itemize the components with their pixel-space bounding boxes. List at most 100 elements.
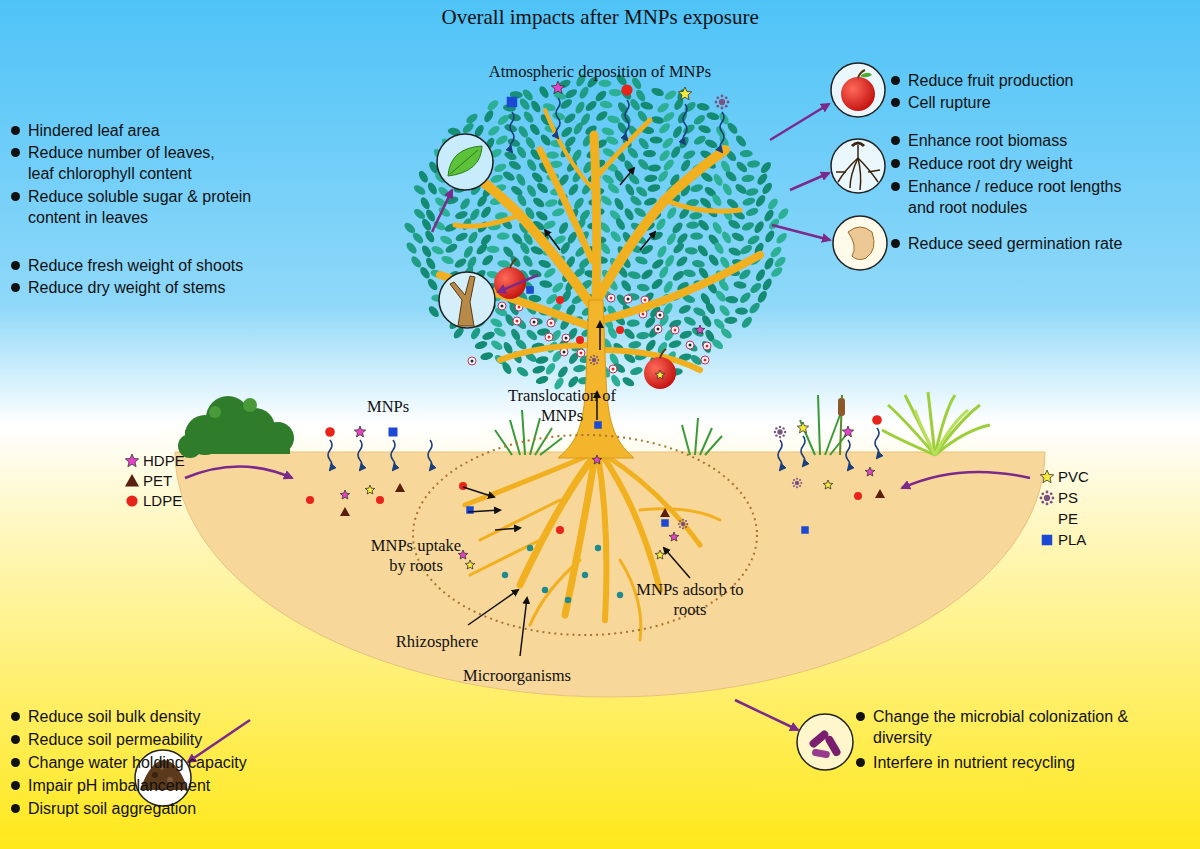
leaf xyxy=(412,207,427,221)
leaf xyxy=(678,329,693,340)
leaf xyxy=(681,123,696,136)
impact-text: Hindered leaf area xyxy=(28,122,160,139)
legend-marker xyxy=(1039,511,1055,527)
leaf xyxy=(535,355,549,365)
leaf xyxy=(494,134,509,147)
leaf xyxy=(417,169,430,184)
microorganism xyxy=(617,592,623,598)
leaf xyxy=(643,150,656,157)
leaf xyxy=(542,266,557,279)
leaf xyxy=(671,124,684,139)
particle xyxy=(669,532,679,541)
cell xyxy=(610,297,613,300)
leaf xyxy=(727,246,742,257)
rhizosphere-outline xyxy=(413,435,757,635)
annotation-label: MNPs uptake by roots xyxy=(366,536,466,576)
impact-text: Reduce seed germination rate xyxy=(908,235,1122,252)
particle xyxy=(518,598,523,608)
bullet-row: Reduce soil permeability xyxy=(28,729,328,750)
leaf xyxy=(551,281,566,295)
leaf xyxy=(514,317,528,331)
legend-marker xyxy=(1039,532,1055,548)
deposition-arrow xyxy=(875,428,879,458)
leaf xyxy=(628,97,641,112)
cell xyxy=(550,322,553,325)
particle xyxy=(556,526,564,534)
cell xyxy=(703,342,711,350)
leaf xyxy=(427,304,441,319)
leaf xyxy=(535,374,550,385)
legend-item: PS xyxy=(1058,489,1078,507)
leaf xyxy=(430,244,445,256)
leaf xyxy=(748,301,762,315)
leaf xyxy=(740,150,753,157)
deposition-arrow xyxy=(625,100,629,140)
particle xyxy=(621,84,632,95)
cell xyxy=(468,357,476,365)
legend-text: PS xyxy=(1058,489,1078,506)
leaf xyxy=(742,196,757,207)
leaf xyxy=(665,206,678,221)
cell xyxy=(674,329,677,332)
leaf xyxy=(409,255,423,270)
leaf xyxy=(551,207,566,218)
bullet-dot xyxy=(11,712,20,721)
leaf xyxy=(769,245,783,259)
legend-marker xyxy=(1039,490,1055,506)
impact-text: Cell rupture xyxy=(908,94,991,111)
leaf xyxy=(711,220,724,235)
leaf xyxy=(440,254,455,265)
leaf xyxy=(530,318,543,325)
particles xyxy=(306,81,885,608)
leaf xyxy=(525,328,539,342)
leaf xyxy=(480,351,494,361)
cell xyxy=(533,321,536,324)
leaf xyxy=(542,219,557,231)
particle xyxy=(660,508,670,517)
leaf xyxy=(677,303,692,315)
leaf xyxy=(481,330,496,342)
leaf xyxy=(623,207,636,222)
bullet-dot xyxy=(11,192,20,201)
leaf xyxy=(474,340,489,351)
leaf xyxy=(609,373,622,388)
leaf xyxy=(503,150,518,162)
leaf xyxy=(539,279,553,289)
leaf xyxy=(767,217,781,231)
particle xyxy=(507,97,518,108)
annotation-label: Translocation of MNPs xyxy=(507,386,617,426)
particle xyxy=(395,483,405,492)
cell xyxy=(607,294,615,302)
leaf xyxy=(557,221,570,236)
leaf xyxy=(734,134,748,149)
particle xyxy=(774,426,787,439)
cell xyxy=(701,356,709,364)
leaf xyxy=(608,88,622,97)
impact-text: Reduce dry weight of stems xyxy=(28,279,225,296)
particle xyxy=(865,467,875,476)
cell xyxy=(671,326,679,334)
leaf xyxy=(515,365,530,378)
leaf xyxy=(507,159,522,171)
leaf xyxy=(419,196,432,211)
legend-item: LDPE xyxy=(143,492,182,510)
particle xyxy=(376,496,384,504)
bullet-row: Reduce root dry weight xyxy=(908,153,1193,174)
leaf xyxy=(754,193,767,208)
leaf xyxy=(689,183,703,193)
leaf xyxy=(616,121,629,136)
microorganism xyxy=(542,587,548,593)
leaf xyxy=(741,174,755,183)
annotation-label: Microorganisms xyxy=(447,666,587,686)
leaf xyxy=(663,254,676,269)
leaf xyxy=(669,145,682,160)
particle xyxy=(592,455,602,464)
particle xyxy=(1040,470,1053,483)
leaf xyxy=(696,102,710,112)
leaf xyxy=(518,241,531,256)
impact-text: Change water holding capacity xyxy=(28,754,247,771)
leaf xyxy=(661,136,675,150)
particle xyxy=(678,87,691,100)
leaf xyxy=(453,257,468,270)
leaf xyxy=(573,364,587,373)
